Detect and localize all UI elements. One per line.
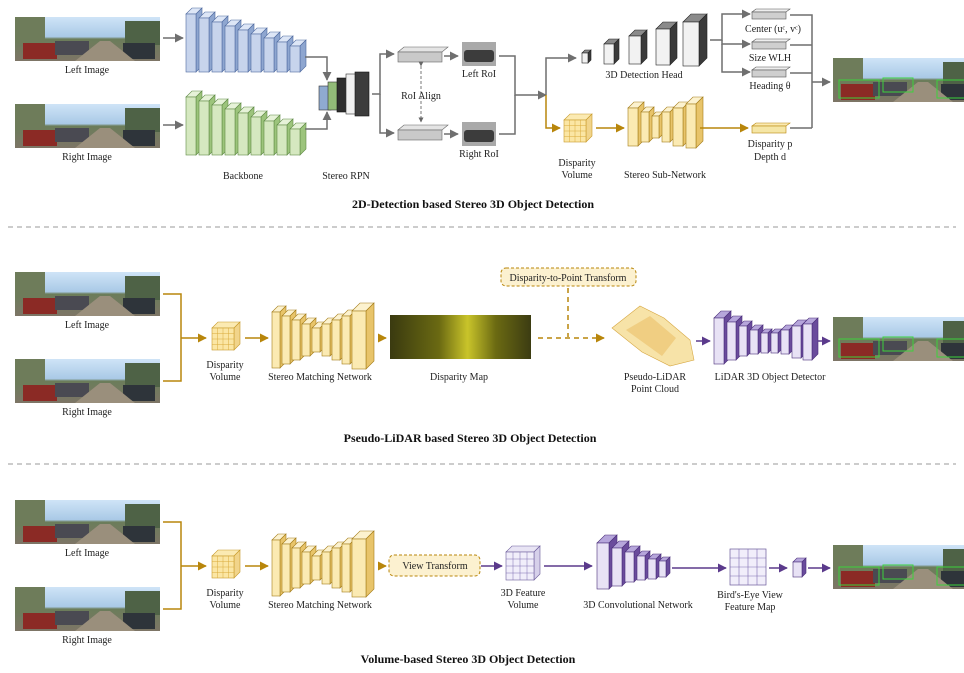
disparity-volume-label-3a: Disparity xyxy=(206,588,243,599)
left-image-1 xyxy=(15,17,160,61)
backbone-left-layer-8 xyxy=(289,39,307,73)
bev-label-b: Feature Map xyxy=(725,602,776,613)
pseudo-lidar-point-cloud xyxy=(611,305,695,367)
roi-bar-bottom xyxy=(397,124,449,141)
feature-volume-cube xyxy=(505,545,541,581)
left-image-3 xyxy=(15,500,160,544)
stereo-rpn-label: Stereo RPN xyxy=(322,171,370,182)
disparity-volume-cube-1 xyxy=(563,113,593,143)
conv-network-label: 3D Convolutional Network xyxy=(583,600,692,611)
detection-head-layer-0 xyxy=(581,49,592,64)
lidar-detector-blocks xyxy=(713,310,819,365)
stereo-matching-layer-3-8 xyxy=(351,530,375,598)
lidar-detector-layer-5 xyxy=(770,328,783,354)
right-image-2 xyxy=(15,359,160,403)
stereo-matching-label-3: Stereo Matching Network xyxy=(268,600,372,611)
roi-align-label: RoI Align xyxy=(401,91,441,102)
conv-network-blocks xyxy=(596,534,671,590)
stereo-subnetwork-blocks xyxy=(627,96,704,149)
detection-head-layer-3 xyxy=(655,21,678,66)
left-image-label-2: Left Image xyxy=(65,320,110,331)
pseudo-lidar-label-b: Point Cloud xyxy=(631,384,679,395)
disparity-volume-label-1a: Disparity xyxy=(558,158,595,169)
detection-head-blocks xyxy=(581,13,708,67)
right-image-3 xyxy=(15,587,160,631)
view-transform-box xyxy=(388,554,481,577)
right-image-label-1: Right Image xyxy=(62,152,112,163)
section-title-3: Volume-based Stereo 3D Object Detection xyxy=(361,652,576,666)
right-roi-label: Right RoI xyxy=(459,149,499,160)
subnet-layer-2 xyxy=(651,111,664,139)
right-roi-image xyxy=(462,122,496,146)
backbone-left-blocks xyxy=(185,7,307,73)
disparity-map-image xyxy=(390,315,531,359)
output-image-3 xyxy=(833,545,964,589)
stereo-matching-network-blocks-2 xyxy=(271,302,375,370)
stereo-subnetwork-label: Stereo Sub-Network xyxy=(624,170,706,181)
left-roi-image xyxy=(462,42,496,66)
disparity-volume-label-1b: Volume xyxy=(562,170,593,181)
right-image-label-3: Right Image xyxy=(62,635,112,646)
lidar-detector-layer-8 xyxy=(802,317,819,361)
right-image-1 xyxy=(15,104,160,148)
bev-label-a: Bird's-Eye View xyxy=(717,590,784,601)
disparity-volume-label-2b: Volume xyxy=(210,372,241,383)
subnet-layer-5 xyxy=(685,96,704,149)
section-2d-detection: Left Image Right Image Backbone Stereo R… xyxy=(15,7,964,211)
stereo-rpn-block xyxy=(318,71,370,117)
left-image-2 xyxy=(15,272,160,316)
backbone-right-layer-8 xyxy=(289,122,307,156)
detection-head-layer-1 xyxy=(603,38,620,65)
stereo-matching-label-2: Stereo Matching Network xyxy=(268,372,372,383)
section-title-2: Pseudo-LiDAR based Stereo 3D Object Dete… xyxy=(344,431,597,445)
disparity-to-point-transform-box xyxy=(500,267,637,287)
lidar-detector-label: LiDAR 3D Object Detector xyxy=(715,372,826,383)
size-bar xyxy=(751,38,791,50)
center-label: Center (uᶜ, vᶜ) xyxy=(745,24,801,35)
disparity-volume-label-2a: Disparity xyxy=(206,360,243,371)
view-transform-label: View Transform xyxy=(402,561,467,572)
conv-network-layer-5 xyxy=(658,556,671,578)
detection-head-layer-2 xyxy=(628,29,648,65)
right-image-label-2: Right Image xyxy=(62,407,112,418)
left-roi-label: Left RoI xyxy=(462,69,496,80)
section-volume-based: Left Image Right Image Disparity Volume … xyxy=(15,500,964,666)
disparity-to-point-transform-label: Disparity-to-Point Transform xyxy=(510,273,627,284)
disparity-p-label: Disparity p xyxy=(748,139,793,150)
backbone-label: Backbone xyxy=(223,171,264,182)
pseudo-lidar-label-a: Pseudo-LiDAR xyxy=(624,372,687,383)
left-image-label-1: Left Image xyxy=(65,65,110,76)
left-image-label-3: Left Image xyxy=(65,548,110,559)
disparity-volume-label-3b: Volume xyxy=(210,600,241,611)
feature-volume-label-a: 3D Feature xyxy=(501,588,546,599)
roi-bar-top xyxy=(397,46,449,63)
depth-d-label: Depth d xyxy=(754,152,786,163)
heading-label: Heading θ xyxy=(749,81,790,92)
bev-head-block xyxy=(792,557,807,578)
disparity-output-bar xyxy=(751,122,791,134)
detection-head-label: 3D Detection Head xyxy=(605,70,682,81)
center-bar xyxy=(751,8,791,20)
disparity-volume-cube-2 xyxy=(211,321,241,351)
section-pseudo-lidar: Left Image Right Image Disparity Volume … xyxy=(15,267,964,445)
stereo-matching-network-blocks-3 xyxy=(271,530,375,598)
disparity-map-label: Disparity Map xyxy=(430,372,488,383)
detection-head-layer-4 xyxy=(682,13,708,67)
backbone-right-blocks xyxy=(185,90,307,156)
stereo-matching-layer-2-8 xyxy=(351,302,375,370)
output-image-2 xyxy=(833,317,964,361)
output-image-1 xyxy=(833,58,964,102)
section-title-1: 2D-Detection based Stereo 3D Object Dete… xyxy=(352,197,594,211)
heading-bar xyxy=(751,66,791,78)
feature-volume-label-b: Volume xyxy=(508,600,539,611)
disparity-volume-cube-3 xyxy=(211,549,241,579)
size-label: Size WLH xyxy=(749,53,791,64)
bev-feature-map-grid xyxy=(729,548,767,586)
lidar-detector-layer-4 xyxy=(760,328,773,354)
